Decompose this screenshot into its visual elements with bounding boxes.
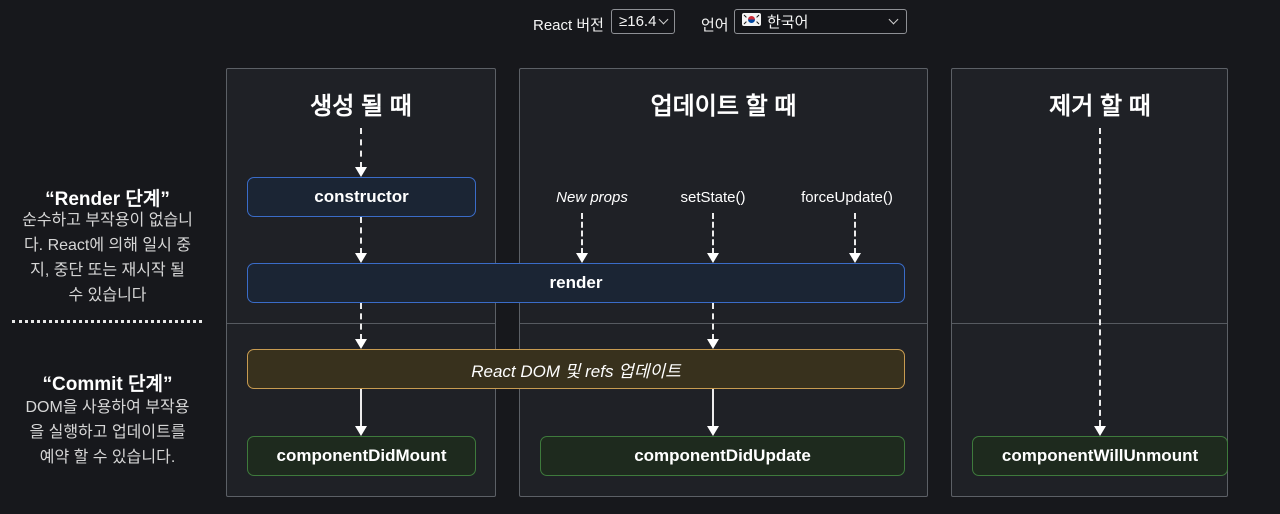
arrow-forceupdate-to-render [854,213,856,254]
commit-phase-title: “Commit 단계” [42,374,173,395]
box-component-did-update[interactable]: componentDidUpdate [540,436,905,476]
language-label: 언어 [701,17,729,34]
phase-divider [12,320,202,323]
commit-phase-description: DOM을 사용하여 부작용 을 실행하고 업데이트를 예약 할 수 있습니다. [25,399,190,466]
column-title-unmounting: 제거 할 때 [1049,93,1151,120]
chevron-down-icon [888,14,899,25]
arrowhead [1094,426,1106,436]
render-phase-title: “Render 단계” [45,189,170,210]
box-constructor[interactable]: constructor [247,177,476,217]
box-component-did-mount[interactable]: componentDidMount [247,436,476,476]
trigger-setstate: setState() [680,189,746,206]
panel-unmounting [951,68,1228,497]
arrowhead [355,339,367,349]
arrowhead [576,253,588,263]
arrow-unmount-to-willunmount [1099,128,1101,426]
arrow-reactdom-to-didmount [360,389,362,427]
arrow-mount-to-constructor [360,128,362,168]
trigger-forceupdate: forceUpdate() [801,189,893,206]
arrow-constructor-to-render [360,217,362,254]
arrowhead [707,339,719,349]
arrow-render-to-reactdom-mid [712,303,714,340]
box-react-dom-update: React DOM 및 refs 업데이트 [247,349,905,389]
column-title-updating: 업데이트 할 때 [650,93,797,120]
react-version-value: ≥16.4 [619,13,657,30]
arrowhead [849,253,861,263]
react-version-label: React 버전 [533,17,604,34]
trigger-new-props: New props [556,189,628,206]
arrowhead [355,253,367,263]
language-value: 한국어 [767,14,809,31]
language-select[interactable]: 한국어 [734,9,907,34]
column-title-mounting: 생성 될 때 [310,93,412,120]
render-phase-description: 순수하고 부작용이 없습니 다. React에 의해 일시 중 지, 중단 또는… [22,212,193,304]
arrow-setstate-to-render [712,213,714,254]
arrowhead [707,426,719,436]
arrowhead [355,167,367,177]
box-render[interactable]: render [247,263,905,303]
korean-flag-icon [742,13,761,30]
render-commit-divider-update [520,323,927,324]
arrow-newprops-to-render [581,213,583,254]
arrowhead [355,426,367,436]
arrow-reactdom-to-didupdate [712,389,714,427]
render-commit-divider-unmount [952,323,1227,324]
arrow-render-to-reactdom-left [360,303,362,340]
box-component-will-unmount[interactable]: componentWillUnmount [972,436,1228,476]
arrowhead [707,253,719,263]
chevron-down-icon [658,14,669,25]
react-version-select[interactable]: ≥16.4 [611,9,675,34]
